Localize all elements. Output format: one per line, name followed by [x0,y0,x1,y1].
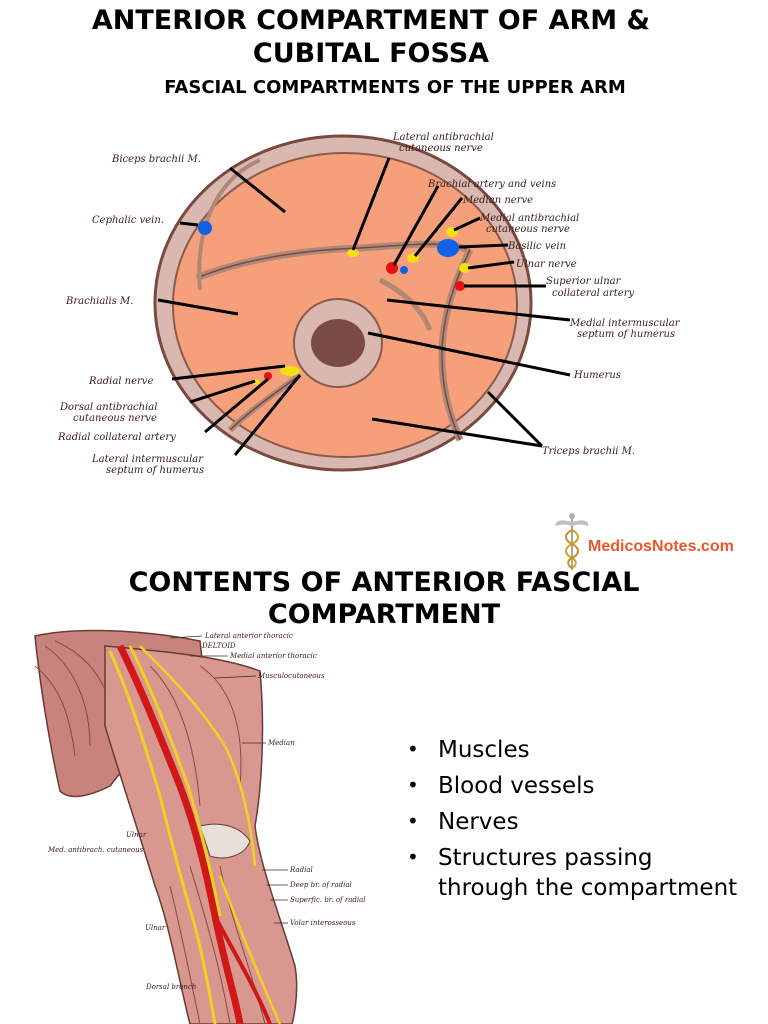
arm-label-radial: Radial [289,866,313,874]
radial-nerve-path [218,875,282,1024]
ulnar-nerve-path [108,650,217,1024]
cephalic-vein [198,221,212,235]
contents-list: Muscles Blood vessels Nerves Structures … [402,734,742,909]
label-dorsal-antib-2: cutaneous nerve [73,413,157,424]
arm-muscle-lines [149,665,242,807]
radial-coll-artery [264,372,272,380]
brachial-vein [400,266,408,274]
label-brachialis: Brachialis M. [65,296,133,307]
arm-label-musculocutaneous: Musculocutaneous [257,672,325,680]
sup-ulnar-artery [455,281,465,291]
arm-label-deep-br: Deep br. of radial [289,881,352,889]
septum-branch [378,277,433,331]
arm-dissection-illustration: Lateral anterior thoracic DELTOID Medial… [34,629,366,1024]
label-lat-antib-2: cutaneous nerve [399,143,483,154]
label-radial-coll: Radial collateral artery [57,432,176,443]
bone-marrow [311,319,365,367]
label-lat-inter-1: Lateral intermuscular [91,454,204,465]
label-brachial-art: Brachial artery and veins [427,179,556,190]
lat-antib-nerve [347,249,359,257]
label-med-antib-1: Medial antibrachial [479,213,579,224]
section-title: CONTENTS OF ANTERIOR FASCIAL COMPARTMENT [0,567,768,627]
title-line-1: ANTERIOR COMPARTMENT OF ARM & [91,5,651,36]
title-line-2: CUBITAL FOSSA [252,38,490,69]
arm-label-superf-br: Superfic. br. of radial [290,896,366,904]
label-ulnar: Ulnar nerve [516,259,577,270]
elbow-tendon [199,823,251,859]
arm-label-volar: Volar interosseous [290,919,356,927]
label-radial-nerve: Radial nerve [88,376,153,387]
arm-cross-section-diagram: Biceps brachii M. Cephalic vein. Brachia… [57,132,681,476]
label-sup-ulnar-2: collateral artery [552,288,634,299]
ulnar-nerve-dot [459,263,471,273]
list-item: Muscles [402,734,742,765]
leader-lines [157,157,571,456]
label-med-antib-2: cutaneous nerve [486,224,570,235]
section-title-line-1: CONTENTS OF ANTERIOR FASCIAL [128,567,640,598]
basilic-vein [437,239,459,257]
list-item: Nerves [402,806,742,837]
label-lat-inter-2: septum of humerus [106,465,204,476]
arm-label-deltoid: DELTOID [201,642,236,650]
label-sup-ulnar-1: Superior ulnar [546,276,622,287]
page-title: ANTERIOR COMPARTMENT OF ARM & CUBITAL FO… [0,4,742,70]
biceps-fascia [197,158,261,291]
lateral-septum-edge [229,374,301,431]
label-cephalic: Cephalic vein. [92,215,164,226]
label-humerus: Humerus [573,370,621,381]
median-nerve-path [128,645,222,917]
list-item: Structures passing through the compartme… [402,842,742,903]
logo-text: MedicosNotes.com [588,538,734,555]
page-subtitle: FASCIAL COMPARTMENTS OF THE UPPER ARM [164,77,626,98]
radial-artery-vessel [213,915,272,1024]
arm-label-dorsal-branch: Dorsal branch [145,983,196,991]
label-biceps: Biceps brachii M. [111,154,201,165]
label-median: Median nerve [462,195,533,206]
arm-label-med-ant-thoracic: Medial anterior thoracic [229,652,317,660]
label-basilic: Basilic vein [507,241,566,252]
arm-label-lat-ant-thoracic: Lateral anterior thoracic [204,632,293,640]
list-item: Blood vessels [402,770,742,801]
label-dorsal-antib-1: Dorsal antibrachial [59,402,157,413]
arm-label-median: Median [267,739,295,747]
medial-septum-edge [441,249,471,441]
arm-leader-lines [169,635,288,924]
label-med-inter-2: septum of humerus [577,329,675,340]
label-lat-antib-1: Lateral antibrachial [392,132,494,143]
radial-nerve-dot [280,366,300,376]
arm-label-med-antibrach: Med. antibrach. cutaneous [47,846,144,854]
arm-label-ulnar: Ulnar [126,831,147,839]
arm-label-ulnar-2: Ulnar [145,924,166,932]
section-title-line-2: COMPARTMENT [267,599,501,627]
brachial-artery-vessel [116,644,244,1024]
label-med-inter-1: Medial intermuscular [569,318,681,329]
label-triceps: Triceps brachii M. [542,446,635,457]
musculocutaneous-nerve-path [139,645,257,867]
caduceus-icon [555,513,589,570]
